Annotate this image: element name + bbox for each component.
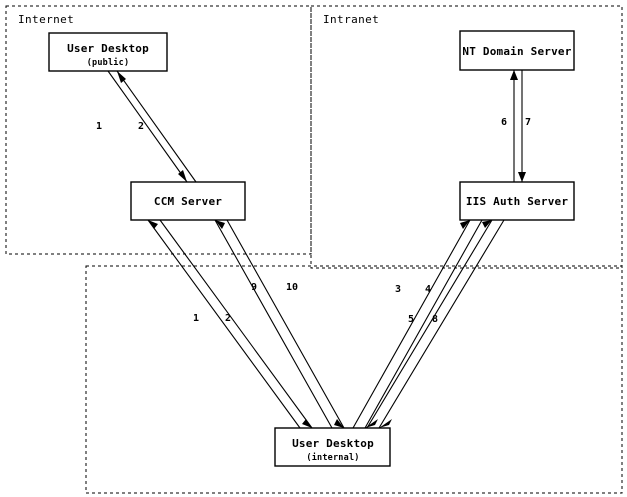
node-iis-auth-server[interactable]: IIS Auth Server — [459, 181, 575, 221]
node-box-nt-domain-server[interactable] — [459, 30, 575, 71]
zone-internal-lan-boundary — [85, 265, 623, 494]
flow-step-labels: 1 2 1 2 3 4 5 6 7 8 9 10 — [96, 117, 531, 325]
step-label-7: 7 — [525, 117, 531, 128]
zone-boundaries — [5, 5, 623, 494]
step-label-4: 4 — [425, 284, 431, 295]
step-label-9: 9 — [251, 282, 257, 293]
zone-label-internet: Internet — [18, 13, 74, 26]
node-box-iis-auth-server[interactable] — [459, 181, 575, 221]
connector-internal-desktop-iis-inner — [352, 219, 483, 429]
node-user-desktop-internal[interactable]: User Desktop (internal) — [274, 427, 391, 467]
arrow-head-step-6 — [510, 70, 518, 80]
nodes: User Desktop (public) CCM Server NT Doma… — [48, 30, 575, 467]
zone-label-intranet: Intranet — [323, 13, 379, 26]
step-label-5: 5 — [408, 314, 414, 325]
node-title-iis-auth-server: IIS Auth Server — [466, 195, 569, 208]
node-title-user-desktop-public: User Desktop — [67, 42, 149, 55]
node-nt-domain-server[interactable]: NT Domain Server — [459, 30, 575, 71]
step-label-1-public: 1 — [96, 121, 102, 132]
arrow-head-step-2-internal — [302, 419, 312, 428]
node-subtitle-user-desktop-public: (public) — [87, 57, 130, 68]
arrow-head-step-5 — [482, 220, 492, 228]
arrow-head-step-3 — [460, 220, 470, 229]
arrow-head-step-1-internal — [148, 220, 158, 229]
arrow-head-step-8 — [379, 419, 392, 428]
node-box-ccm-server[interactable] — [130, 181, 246, 221]
connector-iis-nt-domain — [510, 70, 526, 182]
step-label-6: 6 — [501, 117, 507, 128]
step-label-3: 3 — [395, 284, 401, 295]
node-subtitle-user-desktop-internal: (internal) — [306, 452, 359, 463]
step-label-2-public: 2 — [138, 121, 144, 132]
zone-intranet-boundary — [310, 5, 623, 269]
node-box-user-desktop-public[interactable] — [48, 32, 168, 72]
step-label-2-internal: 2 — [225, 313, 231, 324]
node-title-nt-domain-server: NT Domain Server — [462, 45, 571, 58]
connector-internal-desktop-ccm-left — [147, 219, 313, 429]
connector-internal-desktop-iis-outer — [366, 219, 505, 429]
arrow-head-step-2-public — [117, 71, 126, 83]
step-label-10: 10 — [286, 282, 298, 293]
step-label-1-internal: 1 — [193, 313, 199, 324]
arrow-head-step-9 — [215, 220, 225, 229]
node-ccm-server[interactable]: CCM Server — [130, 181, 246, 221]
arrow-head-step-10 — [334, 419, 344, 428]
arrow-head-step-7 — [518, 172, 526, 182]
flow-connectors — [107, 70, 526, 429]
connector-public-desktop-ccm — [107, 70, 197, 183]
node-title-ccm-server: CCM Server — [154, 195, 222, 208]
connector-internal-desktop-ccm-right — [214, 219, 345, 429]
step-label-8: 8 — [432, 314, 438, 325]
arrow-head-step-1-public — [178, 170, 187, 182]
node-user-desktop-public[interactable]: User Desktop (public) — [48, 32, 168, 72]
node-title-user-desktop-internal: User Desktop — [292, 437, 374, 450]
node-box-user-desktop-internal[interactable] — [274, 427, 391, 467]
